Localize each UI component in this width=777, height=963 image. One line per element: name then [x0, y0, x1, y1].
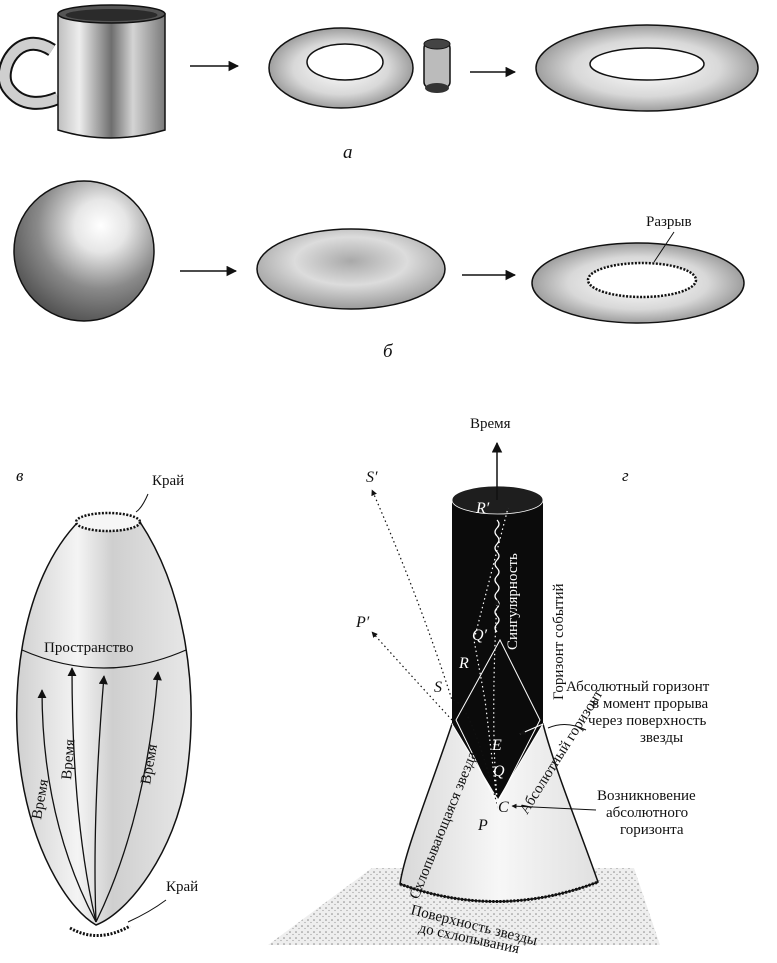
torus-ruptured	[531, 242, 745, 324]
point-s: S	[434, 679, 442, 696]
panel-g: г Время R′ Q′ R S S′ P′ E Q C P	[268, 416, 710, 957]
edge-top-label: Край	[152, 473, 184, 489]
torus-shape	[535, 24, 759, 112]
point-s-prime: S′	[366, 469, 378, 486]
rupture-pointer	[653, 231, 675, 263]
space-label: Пространство	[44, 640, 133, 656]
edge-bottom-label: Край	[166, 879, 198, 895]
panel-a: а	[0, 4, 759, 163]
point-q: Q	[493, 763, 505, 780]
rupture-label: Разрыв	[646, 214, 692, 230]
ray-q	[493, 599, 500, 809]
breakthrough-line-3: через поверхность	[588, 713, 707, 729]
ray-s-prime	[371, 489, 499, 809]
point-p-prime: P′	[355, 614, 370, 631]
emergence-pointer	[511, 803, 597, 811]
sphere-shape	[13, 180, 155, 322]
point-r: R	[458, 655, 469, 672]
ray-r	[473, 507, 509, 809]
mug-shape	[0, 4, 166, 139]
space-curve	[21, 649, 187, 669]
time-label-3: Время	[138, 743, 161, 786]
point-e: E	[491, 737, 502, 754]
breakthrough-line-4: звезды	[640, 730, 683, 746]
panel-v-label: в	[16, 466, 24, 485]
torus-with-tube	[268, 27, 451, 109]
time-arrow-1	[37, 689, 97, 923]
inner-cone	[451, 723, 544, 801]
horizon-lines	[455, 638, 541, 806]
singularity-label: Сингулярность	[505, 553, 521, 650]
panel-b-label: б	[383, 341, 394, 362]
star-surface-ring	[399, 880, 599, 903]
ray-e	[519, 723, 544, 735]
time-label-2: Время	[59, 738, 78, 780]
singularity-line	[494, 519, 500, 633]
breakthrough-pointer	[547, 724, 587, 731]
emergence-line-2: абсолютного	[606, 805, 688, 821]
panel-g-label: г	[622, 466, 629, 485]
panel-v: в Пространство Время Время Время Край Кр…	[15, 466, 198, 938]
time-label: Время	[470, 416, 511, 432]
collapsing-star-cone	[399, 723, 599, 903]
point-p: P	[477, 817, 488, 834]
panel-a-label: а	[343, 142, 353, 163]
time-arrow-4	[95, 671, 162, 923]
edge-bottom-pointer	[127, 899, 167, 923]
point-c: C	[498, 799, 509, 816]
time-arrow-2	[67, 667, 97, 923]
edge-top-ring	[74, 511, 142, 533]
breakthrough-line-1: Абсолютный горизонт	[566, 679, 710, 695]
ray-p-prime	[371, 631, 453, 721]
emergence-line-1: Возникновение	[597, 788, 696, 804]
panel-b: Разрыв б	[13, 180, 745, 362]
point-r-prime: R′	[475, 500, 490, 517]
spacetime-surface	[15, 519, 192, 926]
emergence-line-3: горизонта	[620, 822, 684, 838]
edge-bottom-ring	[69, 924, 131, 938]
time-arrow-3	[94, 675, 108, 923]
edge-top-pointer	[135, 493, 149, 513]
breakthrough-line-2: в момент прорыва	[592, 696, 709, 712]
disc-shape	[256, 228, 446, 310]
point-q-prime: Q′	[472, 627, 488, 644]
event-horizon-label: Горизонт событий	[551, 583, 567, 700]
event-horizon-cylinder	[452, 500, 543, 724]
time-label-1: Время	[29, 778, 52, 821]
